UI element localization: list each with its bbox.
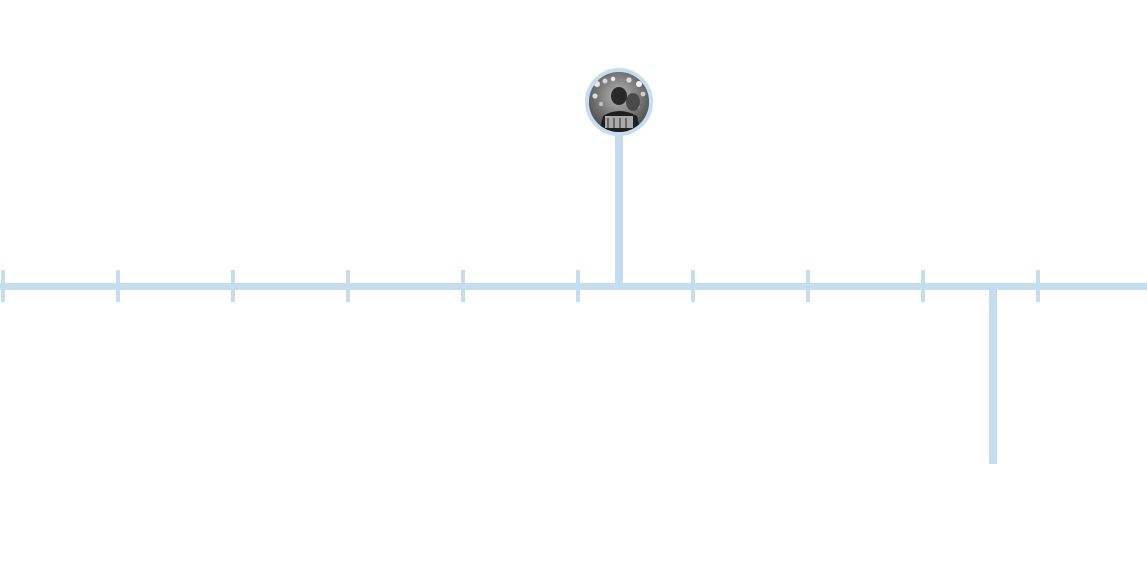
- event-stem-below[interactable]: [989, 288, 997, 464]
- timeline-tick: [1036, 270, 1040, 302]
- timeline-tick: [921, 270, 925, 302]
- timeline-axis: [0, 283, 1147, 290]
- timeline-tick: [346, 270, 350, 302]
- event-photo-marker[interactable]: [585, 68, 653, 136]
- event-stem-above: [615, 132, 623, 286]
- timeline-tick: [576, 270, 580, 302]
- timeline-tick: [116, 270, 120, 302]
- timeline-tick: [231, 270, 235, 302]
- photo-thumbnail-icon: [589, 72, 649, 132]
- timeline-tick: [806, 270, 810, 302]
- timeline-tick: [461, 270, 465, 302]
- timeline-tick: [1, 270, 5, 302]
- timeline-tick: [691, 270, 695, 302]
